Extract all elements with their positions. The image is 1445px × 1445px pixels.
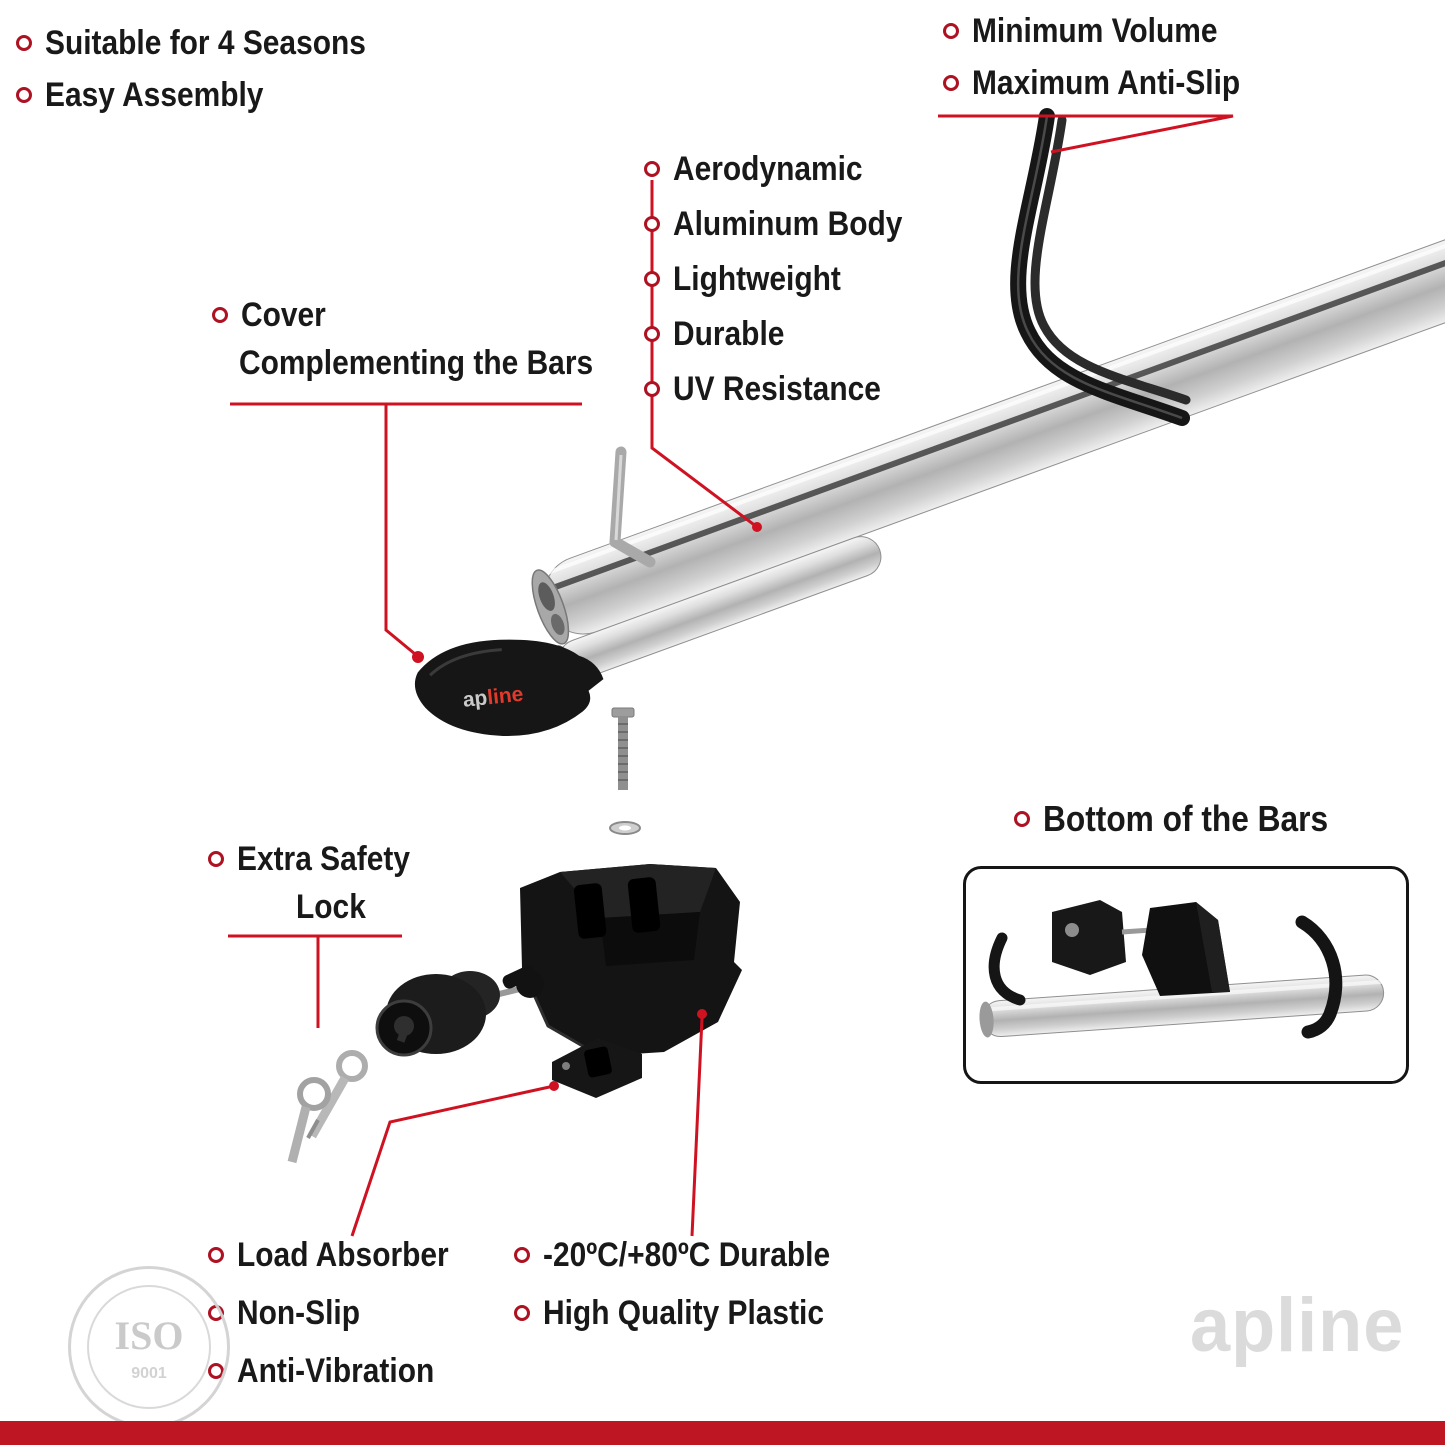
list-item: Cover <box>212 296 641 334</box>
list-item: Bottom of the Bars <box>1014 800 1367 838</box>
safety-label-line1: Extra Safety <box>237 840 410 878</box>
cover-brand-label: apline <box>462 683 525 712</box>
list-item: Durable <box>644 315 934 353</box>
feature-label: Load Absorber <box>237 1236 449 1274</box>
list-item: Minimum Volume <box>943 12 1277 50</box>
feature-label: Lightweight <box>673 260 841 298</box>
list-item: Easy Assembly <box>16 76 410 114</box>
rubber-strip-illustration <box>1010 108 1191 426</box>
cover-label-line1: Cover <box>241 296 326 334</box>
list-item: Suitable for 4 Seasons <box>16 24 410 62</box>
bullet-icon <box>514 1305 530 1321</box>
cover-label-line2: Complementing the Bars <box>239 344 594 382</box>
feature-label: Easy Assembly <box>45 76 264 114</box>
list-item: Lightweight <box>644 260 934 298</box>
bullet-icon <box>943 75 959 91</box>
bullet-icon <box>208 1247 224 1263</box>
list-item: -20ºC/+80ºC Durable <box>514 1236 869 1274</box>
list-item: UV Resistance <box>644 370 934 408</box>
feature-label: Anti-Vibration <box>237 1352 435 1390</box>
bullet-icon <box>208 851 224 867</box>
safety-lock-callout: Extra Safety Lock <box>208 840 434 940</box>
feature-label: Aerodynamic <box>673 150 863 188</box>
bullet-icon <box>16 87 32 103</box>
bullet-icon <box>644 326 660 342</box>
bottom-bars-callout: Bottom of the Bars <box>1014 800 1367 852</box>
feature-label: -20ºC/+80ºC Durable <box>543 1236 831 1274</box>
bullet-icon <box>212 307 228 323</box>
list-item: High Quality Plastic <box>514 1294 869 1332</box>
foot-bracket-illustration <box>520 864 742 1058</box>
list-item: Extra Safety <box>208 840 434 878</box>
bottom-of-bars-illustration <box>979 900 1385 1039</box>
callout-dots <box>412 522 762 1091</box>
safety-label-line2: Lock <box>296 888 366 926</box>
crossbar-illustration <box>531 230 1445 685</box>
feature-label: Maximum Anti-Slip <box>972 64 1241 102</box>
safety-lock-illustration <box>375 965 544 1057</box>
feature-label: UV Resistance <box>673 370 881 408</box>
keys-icon <box>287 1050 368 1164</box>
top-right-feature-list: Minimum Volume Maximum Anti-Slip <box>943 12 1277 116</box>
brand-watermark: apline <box>1190 1283 1405 1368</box>
allen-key-icon <box>609 446 656 568</box>
bottom-bars-inset-box <box>963 866 1409 1084</box>
bullet-icon <box>644 271 660 287</box>
bolt-icon <box>611 707 635 790</box>
list-item: Aluminum Body <box>644 205 934 243</box>
load-absorber-illustration <box>552 1038 642 1098</box>
bullet-icon <box>644 161 660 177</box>
iso-certification-stamp: ISO 9001 <box>68 1266 230 1428</box>
callout-lines <box>228 114 1234 1237</box>
bullet-icon <box>943 23 959 39</box>
bar-feature-list: Aerodynamic Aluminum Body Lightweight Du… <box>644 150 934 425</box>
footer-bar <box>0 1421 1445 1445</box>
list-item: Aerodynamic <box>644 150 934 188</box>
cover-callout: Cover Complementing the Bars <box>212 296 641 396</box>
bullet-icon <box>514 1247 530 1263</box>
list-item: Non-Slip <box>208 1294 478 1332</box>
top-left-feature-list: Suitable for 4 Seasons Easy Assembly <box>16 24 410 128</box>
bottom-left-feature-list: Load Absorber Non-Slip Anti-Vibration <box>208 1236 478 1404</box>
bullet-icon <box>16 35 32 51</box>
bottom-bars-label: Bottom of the Bars <box>1043 798 1329 839</box>
cover-illustration: apline <box>414 639 604 736</box>
iso-stamp-inner-ring <box>87 1285 211 1409</box>
list-item: Load Absorber <box>208 1236 478 1274</box>
feature-label: Aluminum Body <box>673 205 903 243</box>
bullet-icon <box>644 381 660 397</box>
bullet-icon <box>1014 811 1030 827</box>
list-item: Complementing the Bars <box>239 344 641 382</box>
feature-label: Suitable for 4 Seasons <box>45 24 366 62</box>
washer-icon <box>609 821 641 835</box>
bullet-icon <box>644 216 660 232</box>
feature-label: Durable <box>673 315 785 353</box>
bottom-middle-feature-list: -20ºC/+80ºC Durable High Quality Plastic <box>514 1236 869 1346</box>
feature-label: High Quality Plastic <box>543 1294 824 1332</box>
list-item: Anti-Vibration <box>208 1352 478 1390</box>
feature-label: Non-Slip <box>237 1294 360 1332</box>
feature-label: Minimum Volume <box>972 12 1218 50</box>
list-item: Lock <box>296 888 434 926</box>
list-item: Maximum Anti-Slip <box>943 64 1277 102</box>
